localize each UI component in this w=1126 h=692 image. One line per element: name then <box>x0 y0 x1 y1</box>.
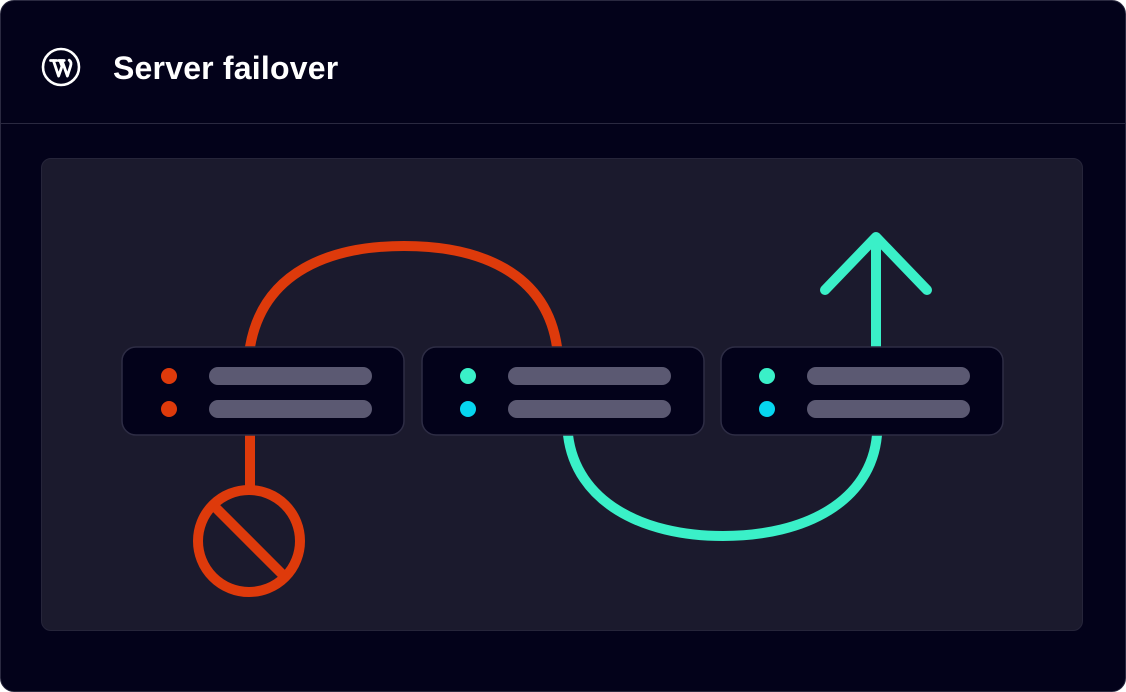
status-bar <box>209 367 372 385</box>
status-led <box>460 401 476 417</box>
page-title: Server failover <box>113 50 339 86</box>
status-bar <box>807 367 970 385</box>
status-led <box>759 368 775 384</box>
no-entry-icon <box>193 485 305 597</box>
server-backup <box>421 346 705 436</box>
status-bar <box>508 367 671 385</box>
wordpress-logo-icon <box>41 47 81 87</box>
status-bar <box>807 400 970 418</box>
status-led <box>759 401 775 417</box>
status-bar <box>508 400 671 418</box>
header: Server failover <box>1 1 1125 124</box>
status-led <box>460 368 476 384</box>
server-failed <box>121 346 405 436</box>
status-led <box>161 401 177 417</box>
success-connection-arc <box>563 430 882 542</box>
arrow-up-icon <box>820 232 932 347</box>
server-standby <box>720 346 1004 436</box>
status-led <box>161 368 177 384</box>
status-bar <box>209 400 372 418</box>
failure-connection-arc <box>245 240 562 352</box>
